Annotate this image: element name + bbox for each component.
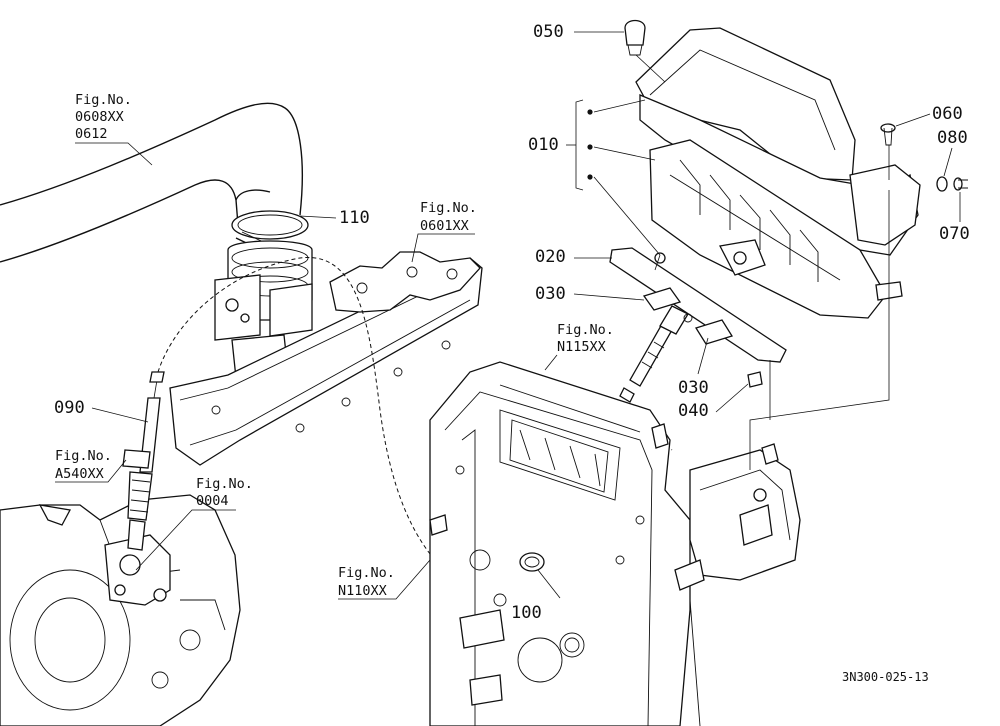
fig-ref-leader — [338, 559, 431, 600]
drawing-code: 3N300-025-13 — [842, 670, 929, 684]
fig-ref-leader — [135, 509, 236, 571]
explode-lines — [654, 190, 890, 470]
part-callouts: 050 010 020 030 030 040 060 080 — [54, 22, 970, 623]
illustration — [0, 19, 968, 726]
part-label-090: 090 — [54, 398, 85, 418]
leader-030-lower — [697, 337, 709, 375]
fig-ref-number: 0612 — [75, 126, 108, 142]
fig-ref-prefix: Fig.No. — [420, 200, 477, 216]
fig-ref-prefix: Fig.No. — [196, 476, 253, 492]
fig-ref-number: 0601XX — [420, 218, 469, 234]
fig-ref-0608xx[interactable]: Fig.No. 0608XX 0612 — [75, 92, 153, 166]
callout-030-upper[interactable]: 030 — [535, 284, 645, 304]
side-panel-drawing — [674, 443, 801, 726]
part-label-050: 050 — [533, 22, 564, 42]
fig-ref-leader — [411, 233, 475, 263]
fig-ref-leader — [544, 354, 558, 371]
engine-block-drawing — [0, 494, 241, 726]
callout-030-lower[interactable]: 030 — [678, 337, 709, 398]
part-label-100: 100 — [511, 603, 542, 623]
leader-090 — [91, 407, 149, 423]
fig-ref-0601xx[interactable]: Fig.No. 0601XX — [411, 200, 477, 263]
leader-110 — [299, 215, 337, 219]
fig-ref-n115xx[interactable]: Fig.No. N115XX — [544, 322, 614, 371]
fig-ref-number: 0004 — [196, 493, 229, 509]
part-label-110: 110 — [339, 208, 370, 228]
gasket-drawing — [609, 247, 787, 363]
socket-drawing — [519, 552, 561, 599]
fig-ref-number: N115XX — [557, 339, 606, 355]
fig-ref-prefix: Fig.No. — [557, 322, 614, 338]
part-label-010: 010 — [528, 135, 559, 155]
figure-references: Fig.No. 0608XX 0612 Fig.No. 0601XX Fig.N… — [55, 92, 614, 600]
part-label-040: 040 — [678, 401, 709, 421]
part-label-070: 070 — [939, 224, 970, 244]
part-label-030-lower: 030 — [678, 378, 709, 398]
callout-010[interactable]: 010 — [528, 135, 576, 155]
leader-080 — [943, 147, 953, 177]
leader-060 — [895, 113, 931, 127]
fig-ref-prefix: Fig.No. — [55, 448, 112, 464]
intake-hose-drawing — [0, 102, 303, 263]
leader-030-upper — [573, 293, 645, 301]
callout-070[interactable]: 070 — [939, 192, 970, 244]
callout-040[interactable]: 040 — [678, 383, 749, 421]
fig-ref-prefix: Fig.No. — [338, 565, 395, 581]
fig-ref-prefix: Fig.No. — [75, 92, 132, 108]
part-label-020: 020 — [535, 247, 566, 267]
drive-cable-drawing — [122, 371, 165, 551]
fig-ref-number: N110XX — [338, 583, 387, 599]
fig-ref-leader — [75, 142, 153, 166]
fig-ref-0004[interactable]: Fig.No. 0004 — [135, 476, 253, 571]
fig-ref-number: 0608XX — [75, 109, 124, 125]
fig-ref-leader — [55, 459, 127, 483]
callout-090[interactable]: 090 — [54, 398, 149, 423]
callout-020[interactable]: 020 — [535, 247, 612, 267]
instrument-housing-drawing — [635, 27, 921, 319]
part-label-060: 060 — [932, 104, 963, 124]
fig-ref-a540xx[interactable]: Fig.No. A540XX — [55, 448, 127, 483]
part-label-080: 080 — [937, 128, 968, 148]
leader-040 — [715, 383, 749, 413]
callout-060[interactable]: 060 — [895, 104, 963, 127]
intake-manifold-drawing — [169, 251, 483, 466]
part-label-030-upper: 030 — [535, 284, 566, 304]
fig-ref-number: A540XX — [55, 466, 104, 482]
callout-050[interactable]: 050 — [533, 22, 624, 42]
fig-ref-n110xx[interactable]: Fig.No. N110XX — [338, 559, 431, 600]
hardware-drawing — [624, 19, 968, 388]
callout-100[interactable]: 100 — [511, 603, 542, 623]
callout-110[interactable]: 110 — [299, 208, 370, 228]
callout-080[interactable]: 080 — [937, 128, 968, 177]
